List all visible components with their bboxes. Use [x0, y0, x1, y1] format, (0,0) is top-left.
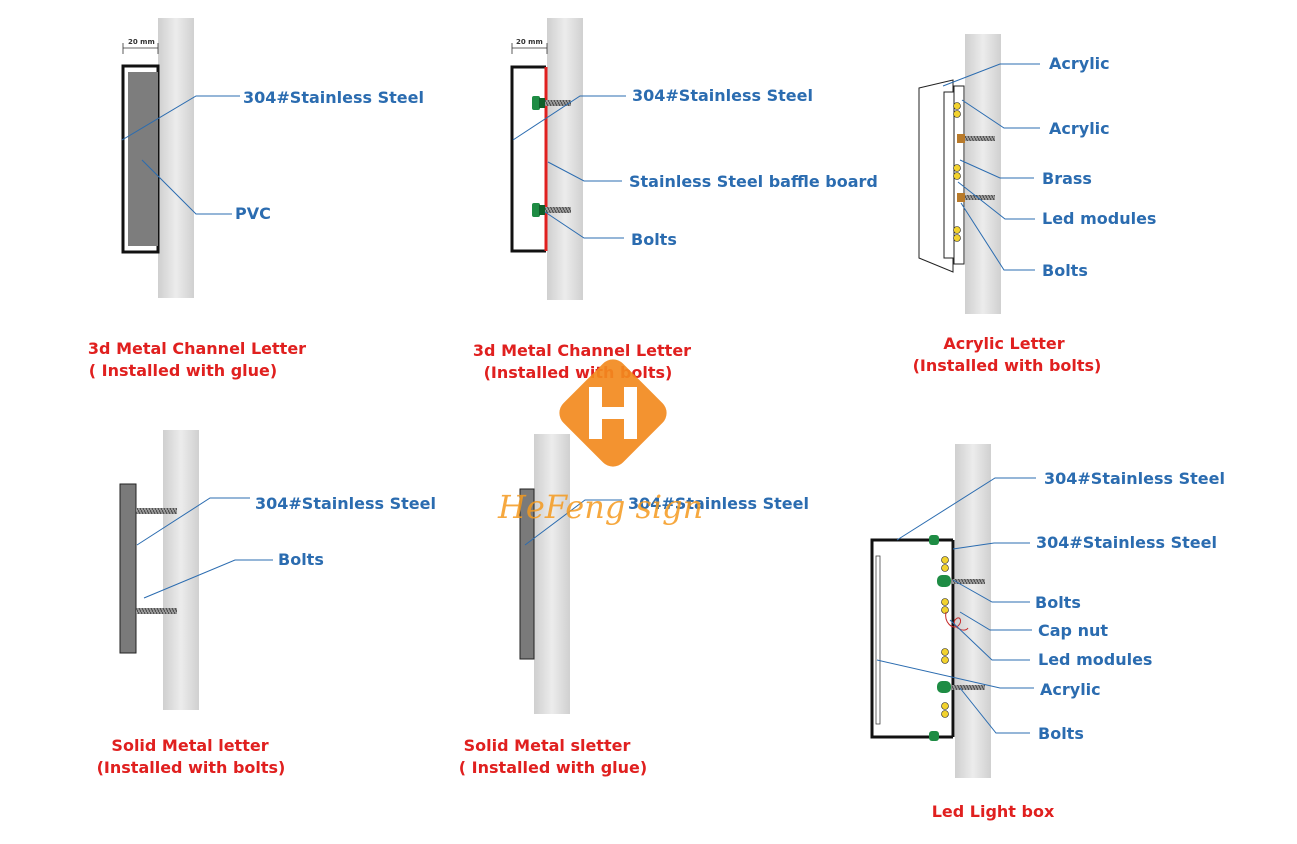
- caption-title: Acrylic Letter: [943, 334, 1064, 353]
- stainless-frame: [870, 538, 953, 739]
- caption-title: Solid Metal sletter: [464, 736, 631, 755]
- bolt: [532, 203, 571, 217]
- dimension-marker: 20 mm: [122, 38, 159, 54]
- dimension-label: 20 mm: [516, 38, 543, 46]
- label-cap-nut: Cap nut: [1038, 621, 1108, 640]
- caption-subtitle: ( Installed with glue): [89, 361, 277, 380]
- dimension-label: 20 mm: [128, 38, 155, 46]
- stainless-channel: [510, 65, 546, 253]
- panel-solid-glue: 304#Stainless Steel Solid Metal sletter …: [459, 434, 809, 777]
- panel-solid-bolts: 304#Stainless Steel Bolts Solid Metal le…: [97, 430, 436, 777]
- label-led-modules: Led modules: [1042, 209, 1156, 228]
- cap-nut: [929, 535, 939, 741]
- caption-subtitle: (Installed with bolts): [484, 363, 673, 382]
- panel-lightbox: 304#Stainless Steel 304#Stainless Steel …: [870, 444, 1225, 821]
- caption-title: 3d Metal Channel Letter: [88, 339, 306, 358]
- caption-title: 3d Metal Channel Letter: [473, 341, 691, 360]
- label-bolts: Bolts: [1038, 724, 1084, 743]
- wall: [534, 434, 570, 714]
- brass-bolt: [957, 193, 995, 202]
- solid-letter: [119, 483, 137, 654]
- wall: [547, 18, 583, 300]
- label-acrylic-face: Acrylic: [1049, 54, 1110, 73]
- bolt: [532, 96, 571, 110]
- label-bolts: Bolts: [631, 230, 677, 249]
- label-baffle-board: Stainless Steel baffle board: [629, 172, 878, 191]
- pvc-panel: [128, 72, 158, 246]
- led-modules: [953, 102, 961, 242]
- caption-title: Solid Metal letter: [111, 736, 268, 755]
- led-board: [943, 91, 955, 259]
- panel-glue-channel: 20 mm 304#Stainless Steel PVC 3d Metal C…: [88, 18, 424, 380]
- dimension-marker: 20 mm: [511, 38, 548, 54]
- wall: [158, 18, 194, 298]
- label-stainless-frame: 304#Stainless Steel: [1044, 469, 1225, 488]
- panel-bolt-channel: 20 mm 304#Stainless Steel Stainless Stee…: [473, 18, 878, 382]
- panel-acrylic: Acrylic Acrylic Brass Led modules Bolts …: [913, 34, 1156, 375]
- label-stainless-steel: 304#Stainless Steel: [243, 88, 424, 107]
- caption-title: Led Light box: [932, 802, 1055, 821]
- label-led-modules: Led modules: [1038, 650, 1152, 669]
- label-bolts: Bolts: [278, 550, 324, 569]
- wall: [163, 430, 199, 710]
- bolt: [136, 508, 177, 514]
- brass-bolt: [957, 134, 995, 143]
- wall: [955, 444, 991, 778]
- watermark: HeFeng sign: [497, 359, 703, 526]
- hefeng-logo-icon: [559, 359, 667, 467]
- caption-subtitle: (Installed with bolts): [913, 356, 1102, 375]
- bolt: [937, 681, 985, 693]
- label-acrylic: Acrylic: [1040, 680, 1101, 699]
- acrylic-panel: [875, 555, 881, 725]
- bolt: [937, 575, 985, 587]
- label-bolts: Bolts: [1042, 261, 1088, 280]
- label-stainless-back: 304#Stainless Steel: [1036, 533, 1217, 552]
- label-pvc: PVC: [235, 204, 271, 223]
- wall: [965, 34, 1001, 314]
- label-stainless-steel: 304#Stainless Steel: [255, 494, 436, 513]
- watermark-text: HeFeng sign: [497, 488, 703, 526]
- led-modules: [941, 556, 949, 718]
- solid-letter: [519, 488, 535, 660]
- caption-subtitle: ( Installed with glue): [459, 758, 647, 777]
- bolt: [136, 608, 177, 614]
- label-brass: Brass: [1042, 169, 1092, 188]
- label-stainless-steel: 304#Stainless Steel: [628, 494, 809, 513]
- caption-subtitle: (Installed with bolts): [97, 758, 286, 777]
- label-bolts: Bolts: [1035, 593, 1081, 612]
- label-stainless-steel: 304#Stainless Steel: [632, 86, 813, 105]
- label-acrylic-back: Acrylic: [1049, 119, 1110, 138]
